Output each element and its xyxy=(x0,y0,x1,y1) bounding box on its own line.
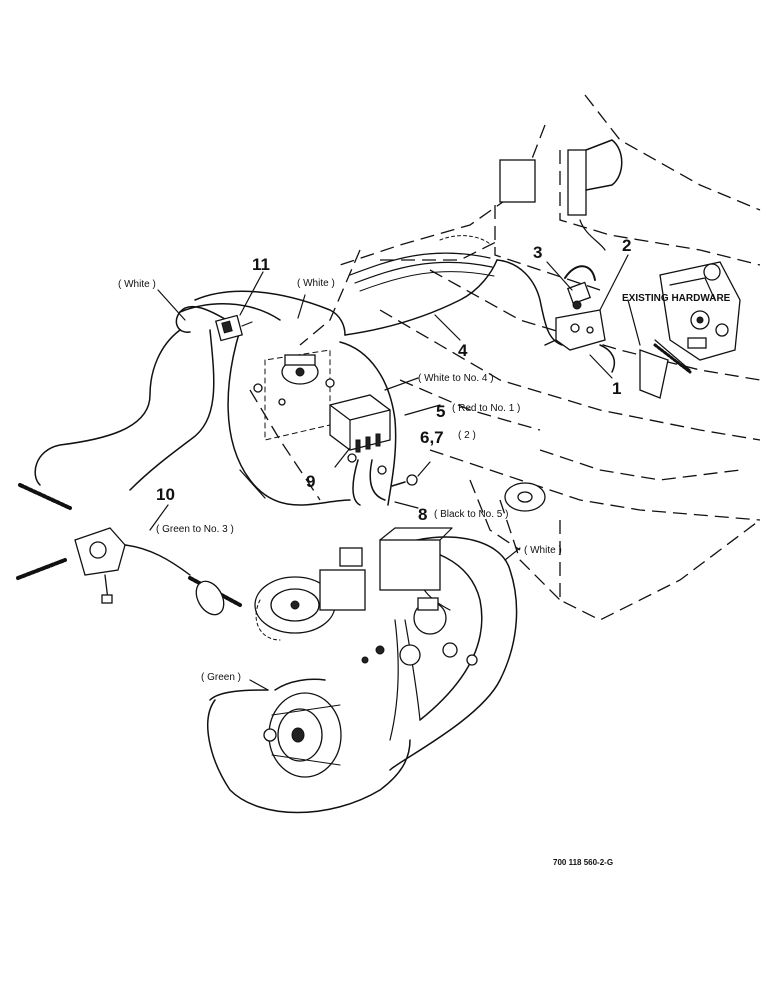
callout-4: 4 xyxy=(458,341,468,360)
callout-1: 1 xyxy=(612,379,621,398)
part-6-7-screw xyxy=(391,474,418,487)
callout-3: 3 xyxy=(533,243,542,262)
callout-10: 10 xyxy=(156,485,175,504)
note-green-to-3: ( Green to No. 3 ) xyxy=(156,524,234,535)
alternator xyxy=(263,692,342,778)
callout-8: 8 xyxy=(418,505,427,524)
compressor xyxy=(254,547,366,641)
note-white-right: ( White ) xyxy=(524,545,562,556)
leader-lines xyxy=(149,254,629,691)
drawing-number: 700 118 560-2-G xyxy=(553,858,613,867)
part-3-switch xyxy=(564,265,596,310)
note-white-left: ( White ) xyxy=(118,279,156,290)
part-1-clip xyxy=(599,344,616,373)
callout-6-7-qty: ( 2 ) xyxy=(458,430,476,441)
callout-2: 2 xyxy=(622,236,631,255)
frame-bracket-top xyxy=(499,139,623,251)
callout-6-7: 6,7 xyxy=(420,428,444,447)
existing-hardware-label: EXISTING HARDWARE xyxy=(622,293,731,304)
wire-notes: ( White ) ( White ) ( White to No. 4 ) (… xyxy=(118,278,562,683)
part-11-switch xyxy=(214,314,253,342)
callout-9: 9 xyxy=(306,472,315,491)
frame-idler xyxy=(504,482,546,512)
callout-5: 5 xyxy=(436,402,445,421)
part-2-bracket xyxy=(544,309,606,351)
note-green: ( Green ) xyxy=(201,672,241,683)
part-10-harness-connector xyxy=(16,483,242,616)
note-white-to-4: ( White to No. 4 ) xyxy=(418,373,494,384)
hose-bundle xyxy=(349,235,495,292)
existing-hardware-assembly xyxy=(627,261,741,399)
note-black-to-5: ( Black to No. 5 ) xyxy=(434,509,508,520)
relay-mount-bracket xyxy=(253,349,335,441)
callout-labels: 11 3 2 1 4 5 6,7 ( 2 ) 9 8 10 xyxy=(156,236,631,524)
callout-11: 11 xyxy=(252,255,270,274)
note-red-to-1: ( Red to No. 1 ) xyxy=(452,403,520,414)
note-white-top: ( White ) xyxy=(297,278,335,289)
part-9-relay xyxy=(329,394,391,475)
pump-valve-block xyxy=(361,527,478,666)
